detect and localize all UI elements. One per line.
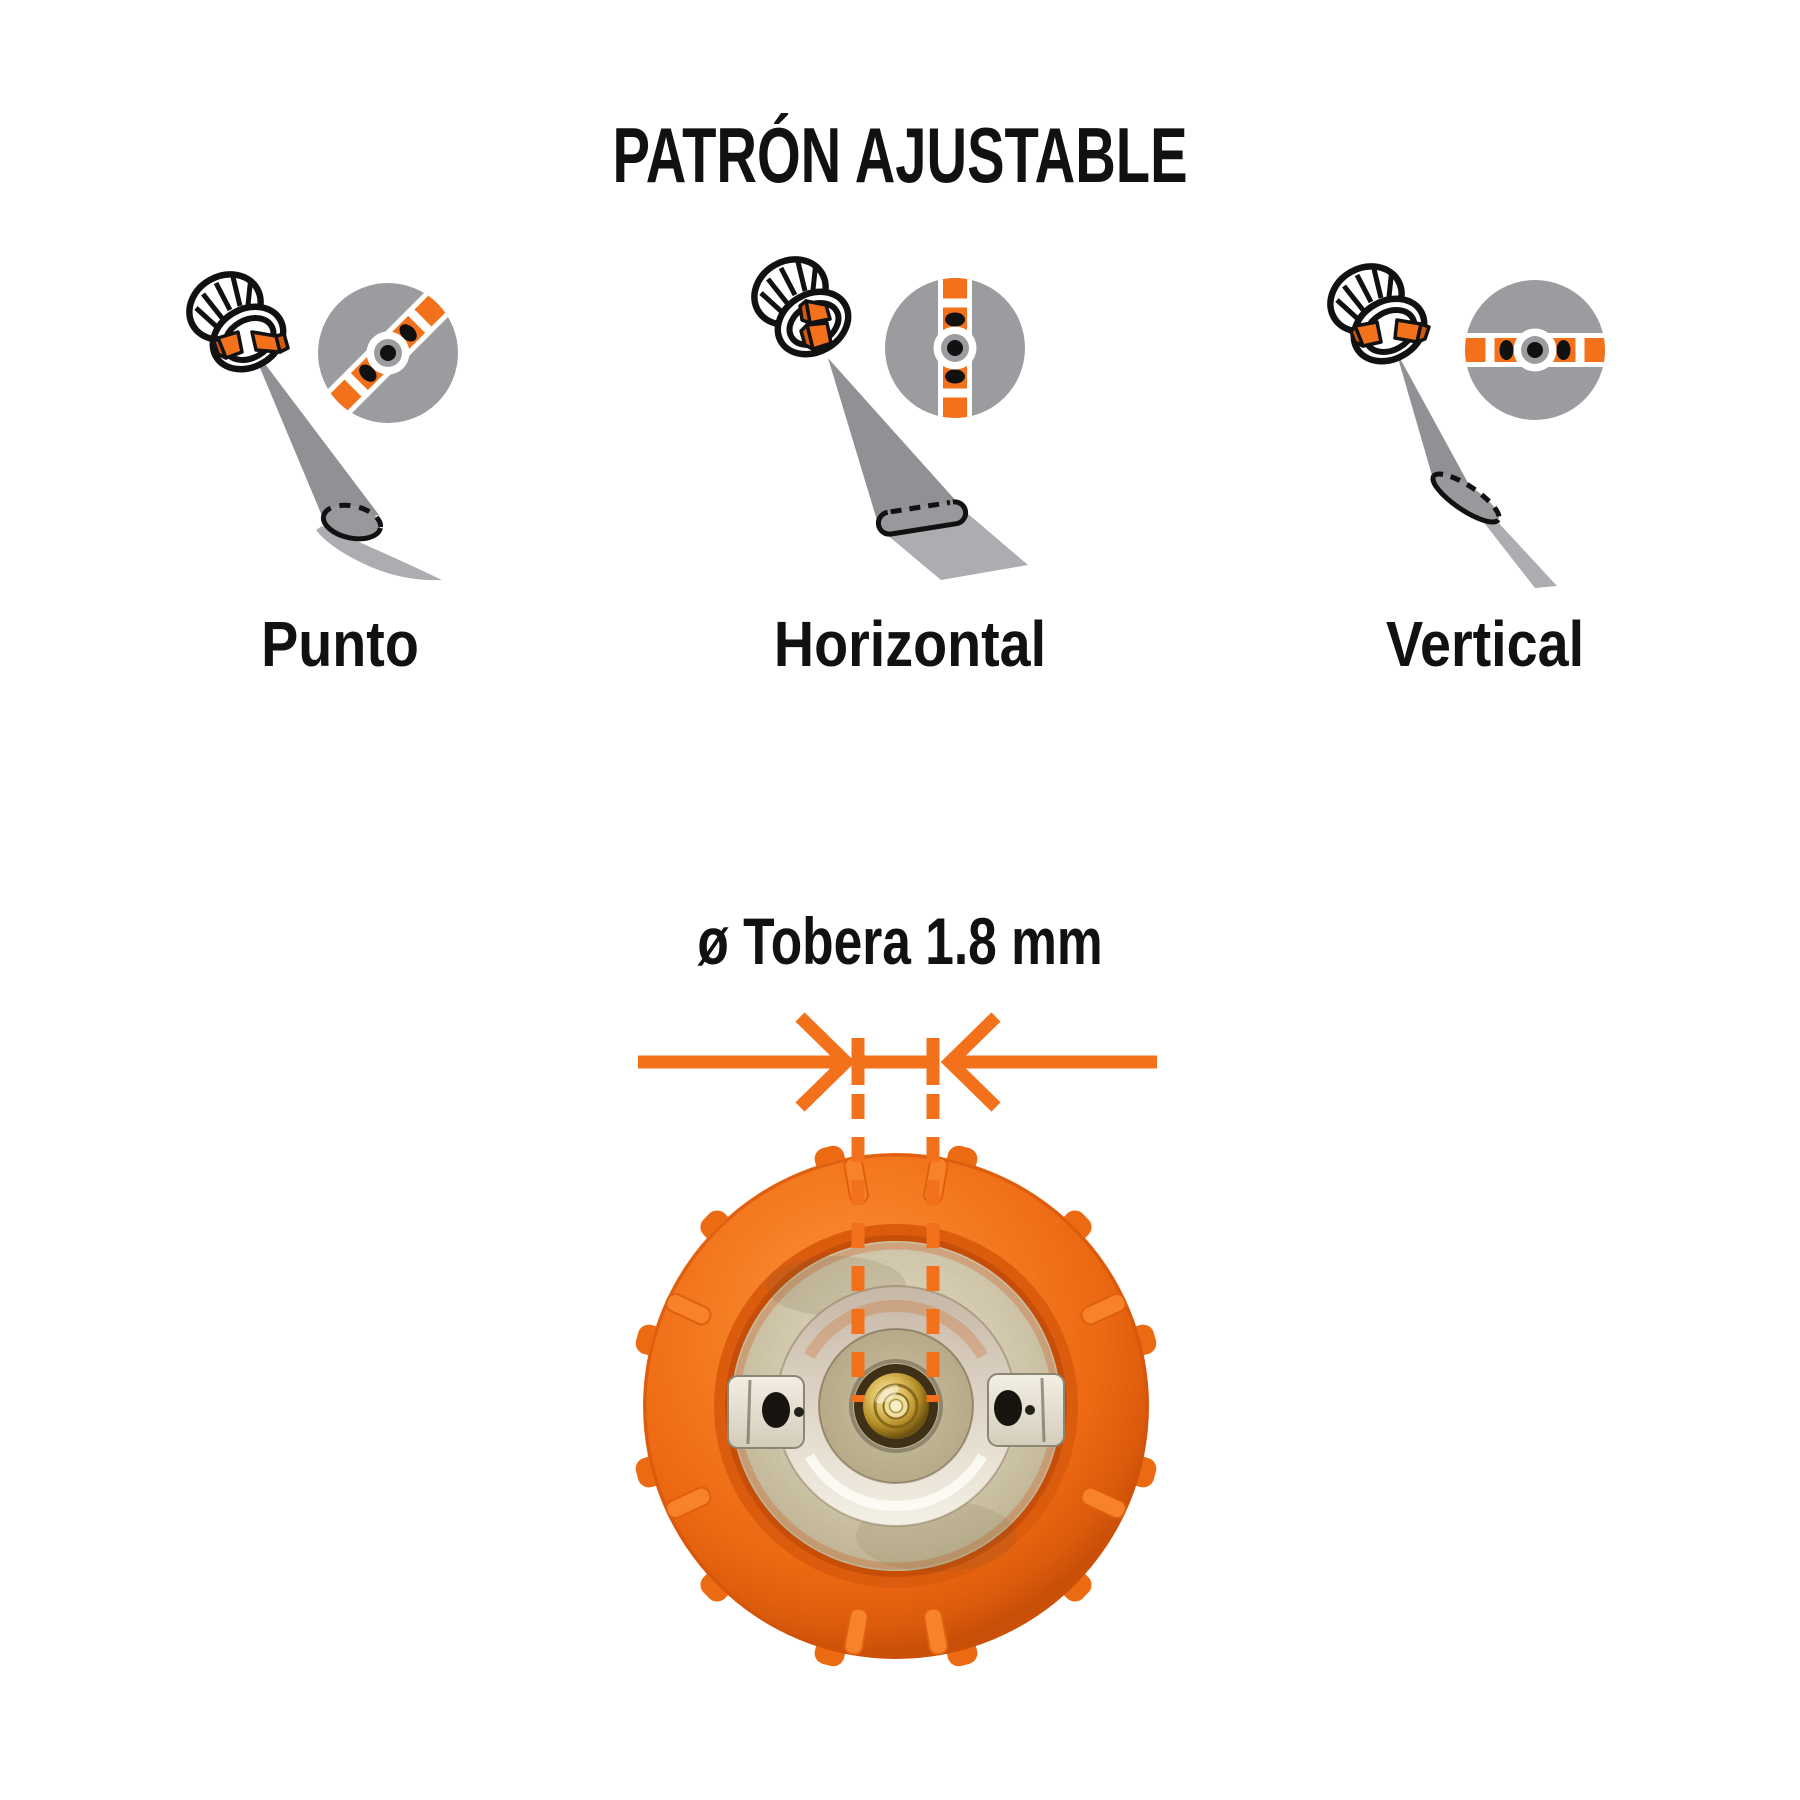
spray-tail	[1471, 506, 1557, 588]
pattern-figure-punto: Punto	[60, 210, 620, 680]
horn-tab-left	[727, 1375, 805, 1449]
extension-lines	[851, 1094, 940, 1402]
nozzle-dot	[1527, 342, 1543, 358]
spray-vertical-footprint	[1430, 471, 1502, 525]
horn-hole-left	[762, 1392, 790, 1428]
rotary-cap-icon	[1327, 263, 1431, 365]
pattern-label-horizontal: Horizontal	[773, 608, 1047, 680]
spray-fan	[828, 358, 966, 527]
pattern-figure-vertical: Vertical	[1205, 210, 1765, 680]
air-horn-prongs	[1349, 318, 1431, 348]
air-horn-prongs	[212, 330, 290, 360]
pattern-label-punto: Punto	[261, 608, 419, 680]
rotary-cap-icon	[751, 256, 852, 358]
spray-pattern-vertical-illustration	[1327, 263, 1605, 588]
face-view-spot	[318, 283, 458, 423]
spray-horizontal-footprint	[875, 499, 969, 537]
page-title: PATRÓN AJUSTABLE	[612, 111, 1188, 199]
spray-horizontal	[828, 358, 1028, 580]
air-horn-prongs	[798, 299, 833, 351]
nozzle-dot	[380, 345, 396, 361]
spray-pattern-horizontal-illustration	[751, 256, 1028, 580]
arrow-right-icon	[638, 1012, 856, 1112]
spray-spot	[250, 344, 442, 581]
pattern-label-vertical: Vertical	[1385, 608, 1585, 680]
horn-hole-right	[994, 1390, 1022, 1426]
spray-vertical	[1396, 351, 1557, 588]
arrow-left-icon	[940, 1012, 1157, 1112]
nozzle-orifice	[888, 1398, 904, 1414]
face-view-vertical	[1465, 280, 1605, 420]
nozzle-dot	[947, 340, 963, 356]
fluid-nozzle	[849, 1359, 943, 1453]
spray-pattern-spot-illustration	[186, 271, 458, 581]
rotary-cap-icon	[186, 271, 290, 373]
face-view-horizontal	[885, 278, 1025, 418]
spray-cone	[1396, 351, 1473, 492]
dimension-ticks	[851, 1038, 940, 1085]
spray-spot-footprint	[320, 502, 384, 542]
horn-tab-right	[987, 1373, 1065, 1447]
spray-cone	[250, 344, 379, 523]
nozzle-diameter-label: ø Tobera 1.8 mm	[697, 904, 1103, 978]
nozzle-diameter-dimension	[638, 1012, 1157, 1402]
pattern-figure-horizontal: Horizontal	[630, 210, 1190, 680]
